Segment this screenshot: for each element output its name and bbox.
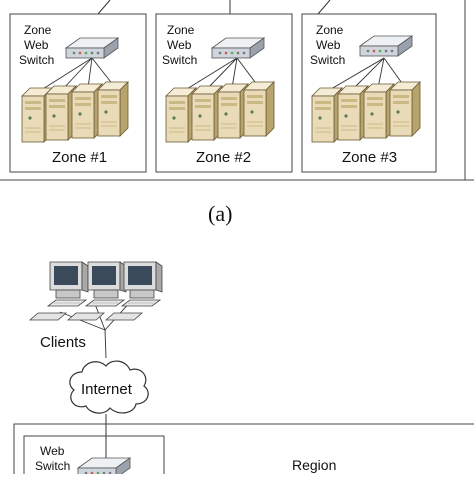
zone-2-server-icon bbox=[217, 83, 249, 139]
clients-group: Clients bbox=[28, 261, 163, 359]
zone-2-switch-label-line2: Web bbox=[167, 38, 192, 52]
zone-2-server-icon bbox=[243, 81, 275, 137]
internet-label: Internet bbox=[81, 381, 133, 398]
zone-1-server-icon bbox=[45, 85, 77, 141]
keyboard-icon bbox=[104, 312, 144, 321]
zones-outer-frame bbox=[0, 0, 474, 181]
client-pc-icon bbox=[47, 261, 89, 307]
zone-3-switch-label-line2: Web bbox=[316, 38, 341, 52]
zone-1-switch-label-line1: Zone bbox=[24, 23, 52, 37]
zone-3-switch-label-line1: Zone bbox=[316, 23, 344, 37]
zone-2-name: Zone #2 bbox=[196, 149, 251, 166]
keyboard-icon bbox=[28, 312, 68, 321]
zone-2-switch-label-line3: Switch bbox=[162, 53, 197, 67]
region-label: Region bbox=[292, 457, 336, 473]
zone-2-web-switch-icon bbox=[211, 37, 265, 59]
zone-3-name: Zone #3 bbox=[342, 149, 397, 166]
cloud-icon bbox=[69, 360, 149, 414]
zone-1-server-icon bbox=[97, 81, 129, 137]
zone-2: Zone Web Switch Zone #2 bbox=[155, 13, 293, 173]
zone-3-switch-label-line3: Switch bbox=[310, 53, 345, 67]
zone-2-server-icon bbox=[165, 87, 197, 143]
caption-a: (a) bbox=[208, 201, 232, 226]
zone-1-switch-label-line3: Switch bbox=[19, 53, 54, 67]
zone-3-web-switch-icon bbox=[359, 35, 413, 57]
zone-3-server-icon bbox=[337, 85, 369, 141]
zone-2-server-icon bbox=[191, 85, 223, 141]
client-pc-icon bbox=[85, 261, 127, 307]
region-box: Web Switch Region bbox=[13, 423, 474, 479]
zone-3-server-icon bbox=[389, 81, 421, 137]
top-connector-lines bbox=[97, 0, 331, 15]
zone-2-switch-lines bbox=[181, 57, 259, 93]
web-switch-label-line2: Switch bbox=[35, 459, 70, 473]
zone-3-server-icon bbox=[311, 87, 343, 143]
zone-1-server-icon bbox=[71, 83, 103, 139]
zone-1-name: Zone #1 bbox=[52, 149, 107, 166]
zone-2-switch-label-line1: Zone bbox=[167, 23, 195, 37]
web-switch-label-line1: Web bbox=[40, 444, 65, 458]
zone-3-switch-lines bbox=[325, 57, 405, 93]
clients-label: Clients bbox=[40, 334, 86, 351]
internet-cloud: Internet bbox=[69, 360, 149, 414]
zone-1-web-switch-icon bbox=[65, 37, 119, 59]
zone-3: Zone Web Switch Zone #3 bbox=[301, 13, 437, 173]
zone-1-switch-lines bbox=[37, 57, 115, 93]
keyboard-icon bbox=[66, 312, 106, 321]
client-pc-icon bbox=[121, 261, 163, 307]
zone-1: Zone Web Switch Zone #1 bbox=[9, 13, 147, 173]
region-web-switch-icon bbox=[77, 457, 131, 479]
zone-1-switch-label-line2: Web bbox=[24, 38, 49, 52]
zone-3-server-icon bbox=[363, 83, 395, 139]
